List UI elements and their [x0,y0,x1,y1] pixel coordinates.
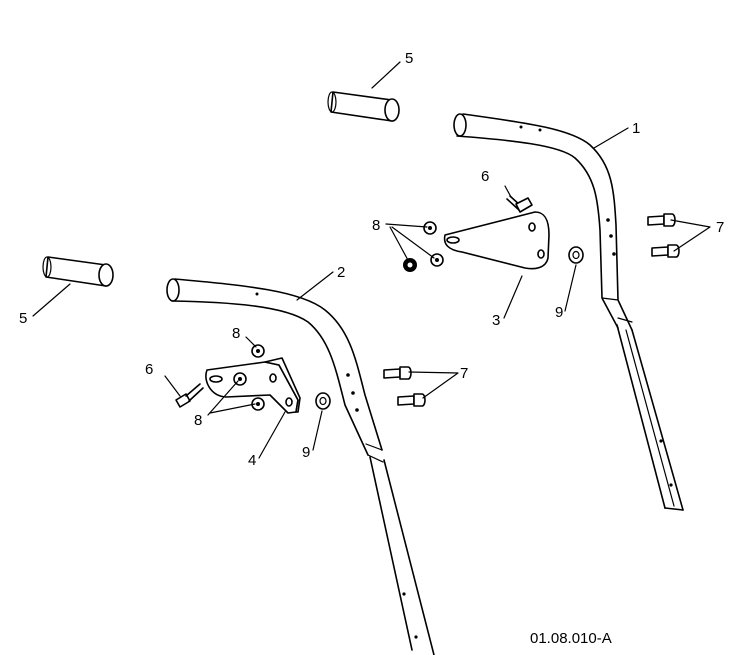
handle-tube-left [166,278,435,655]
bolt-right [506,195,533,213]
bolt-left [175,383,204,408]
mounting-bracket-left [205,357,301,414]
callout-bracket-left: 4 [248,452,256,469]
callout-washers-right: 8 [372,217,380,234]
screw-left-lower [397,393,426,407]
washer-left-top [251,344,265,358]
callout-spacer-right: 9 [555,304,563,321]
callout-grip-left: 5 [19,310,27,327]
callout-grip-top: 5 [405,50,413,67]
spacer-right [568,246,584,264]
mounting-bracket-right [443,211,550,270]
callout-screws-right: 7 [716,219,724,236]
grip-sleeve-top [327,91,400,122]
washer-right-mid [430,253,444,267]
callout-bolt-left: 6 [145,361,153,378]
spacer-left [315,392,331,410]
nut-right [403,258,417,272]
drawing-code: 01.08.010-A [530,630,612,647]
callout-bolt-right: 6 [481,168,489,185]
grip-sleeve-left [42,256,114,287]
callout-spacer-left: 9 [302,444,310,461]
washer-left-low [251,397,265,411]
callout-washers-left-bottom: 8 [194,412,202,429]
leader-lines [32,61,711,459]
screw-left-upper [383,366,412,380]
callout-handle-left: 2 [337,264,345,281]
callout-screws-left: 7 [460,365,468,382]
callout-washer-left-top: 8 [232,325,240,342]
callout-handle-right: 1 [632,120,640,137]
washer-right-top [423,221,437,235]
handle-tube-right [453,113,684,511]
callout-bracket-right: 3 [492,312,500,329]
